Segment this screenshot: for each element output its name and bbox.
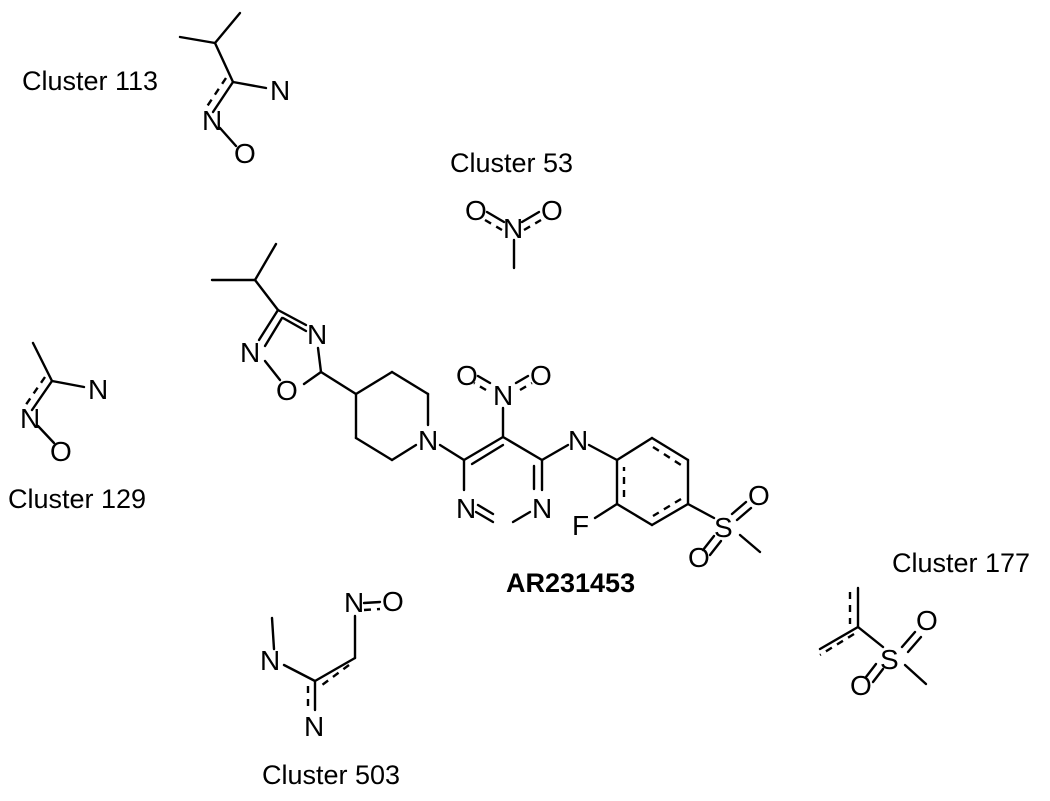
n-atom: N — [260, 645, 280, 676]
s-atom: S — [714, 512, 733, 543]
n-atom: N — [20, 403, 40, 434]
cluster-129-group: N N O Cluster 129 — [8, 341, 146, 514]
n-atom: N — [344, 587, 364, 618]
o-atom: O — [850, 670, 872, 701]
cluster-177-label: Cluster 177 — [892, 548, 1030, 578]
compound-name: AR231453 — [506, 568, 635, 598]
cluster-129-label: Cluster 129 — [8, 484, 146, 514]
n-atom: N — [88, 374, 108, 405]
cluster-503-label: Cluster 503 — [262, 760, 400, 790]
n-atom: N — [270, 75, 290, 106]
n-atom: N — [240, 337, 260, 368]
cluster-113-group: Cluster 113 N N O — [22, 11, 290, 169]
n-atom: N — [307, 319, 327, 350]
o-atom: O — [276, 375, 298, 406]
s-atom: S — [880, 644, 899, 675]
cluster-177-group: Cluster 177 S O O — [818, 548, 1030, 701]
o-atom: O — [465, 195, 487, 226]
o-atom: O — [688, 542, 710, 573]
cluster-53-label: Cluster 53 — [450, 148, 573, 178]
o-atom: O — [541, 195, 563, 226]
cluster-113-label: Cluster 113 — [22, 66, 158, 96]
n-atom: N — [418, 425, 438, 456]
o-atom: O — [748, 480, 770, 511]
o-atom: O — [234, 138, 256, 169]
o-atom: O — [456, 360, 478, 391]
o-atom: O — [530, 360, 552, 391]
ar231453-structure: N O N N N N N O — [210, 242, 770, 598]
n-atom: N — [568, 425, 588, 456]
cluster-503-group: N O N N Cluster 503 — [260, 586, 404, 790]
n-atom: N — [202, 105, 222, 136]
n-atom: N — [532, 493, 552, 524]
cluster-53-group: Cluster 53 O N O — [450, 148, 573, 270]
o-atom: O — [916, 605, 938, 636]
n-atom: N — [456, 493, 476, 524]
n-atom: N — [503, 213, 523, 244]
n-atom: N — [493, 380, 513, 411]
o-atom: O — [50, 436, 72, 467]
o-atom: O — [382, 586, 404, 617]
n-atom: N — [304, 711, 324, 742]
f-atom: F — [572, 510, 589, 541]
